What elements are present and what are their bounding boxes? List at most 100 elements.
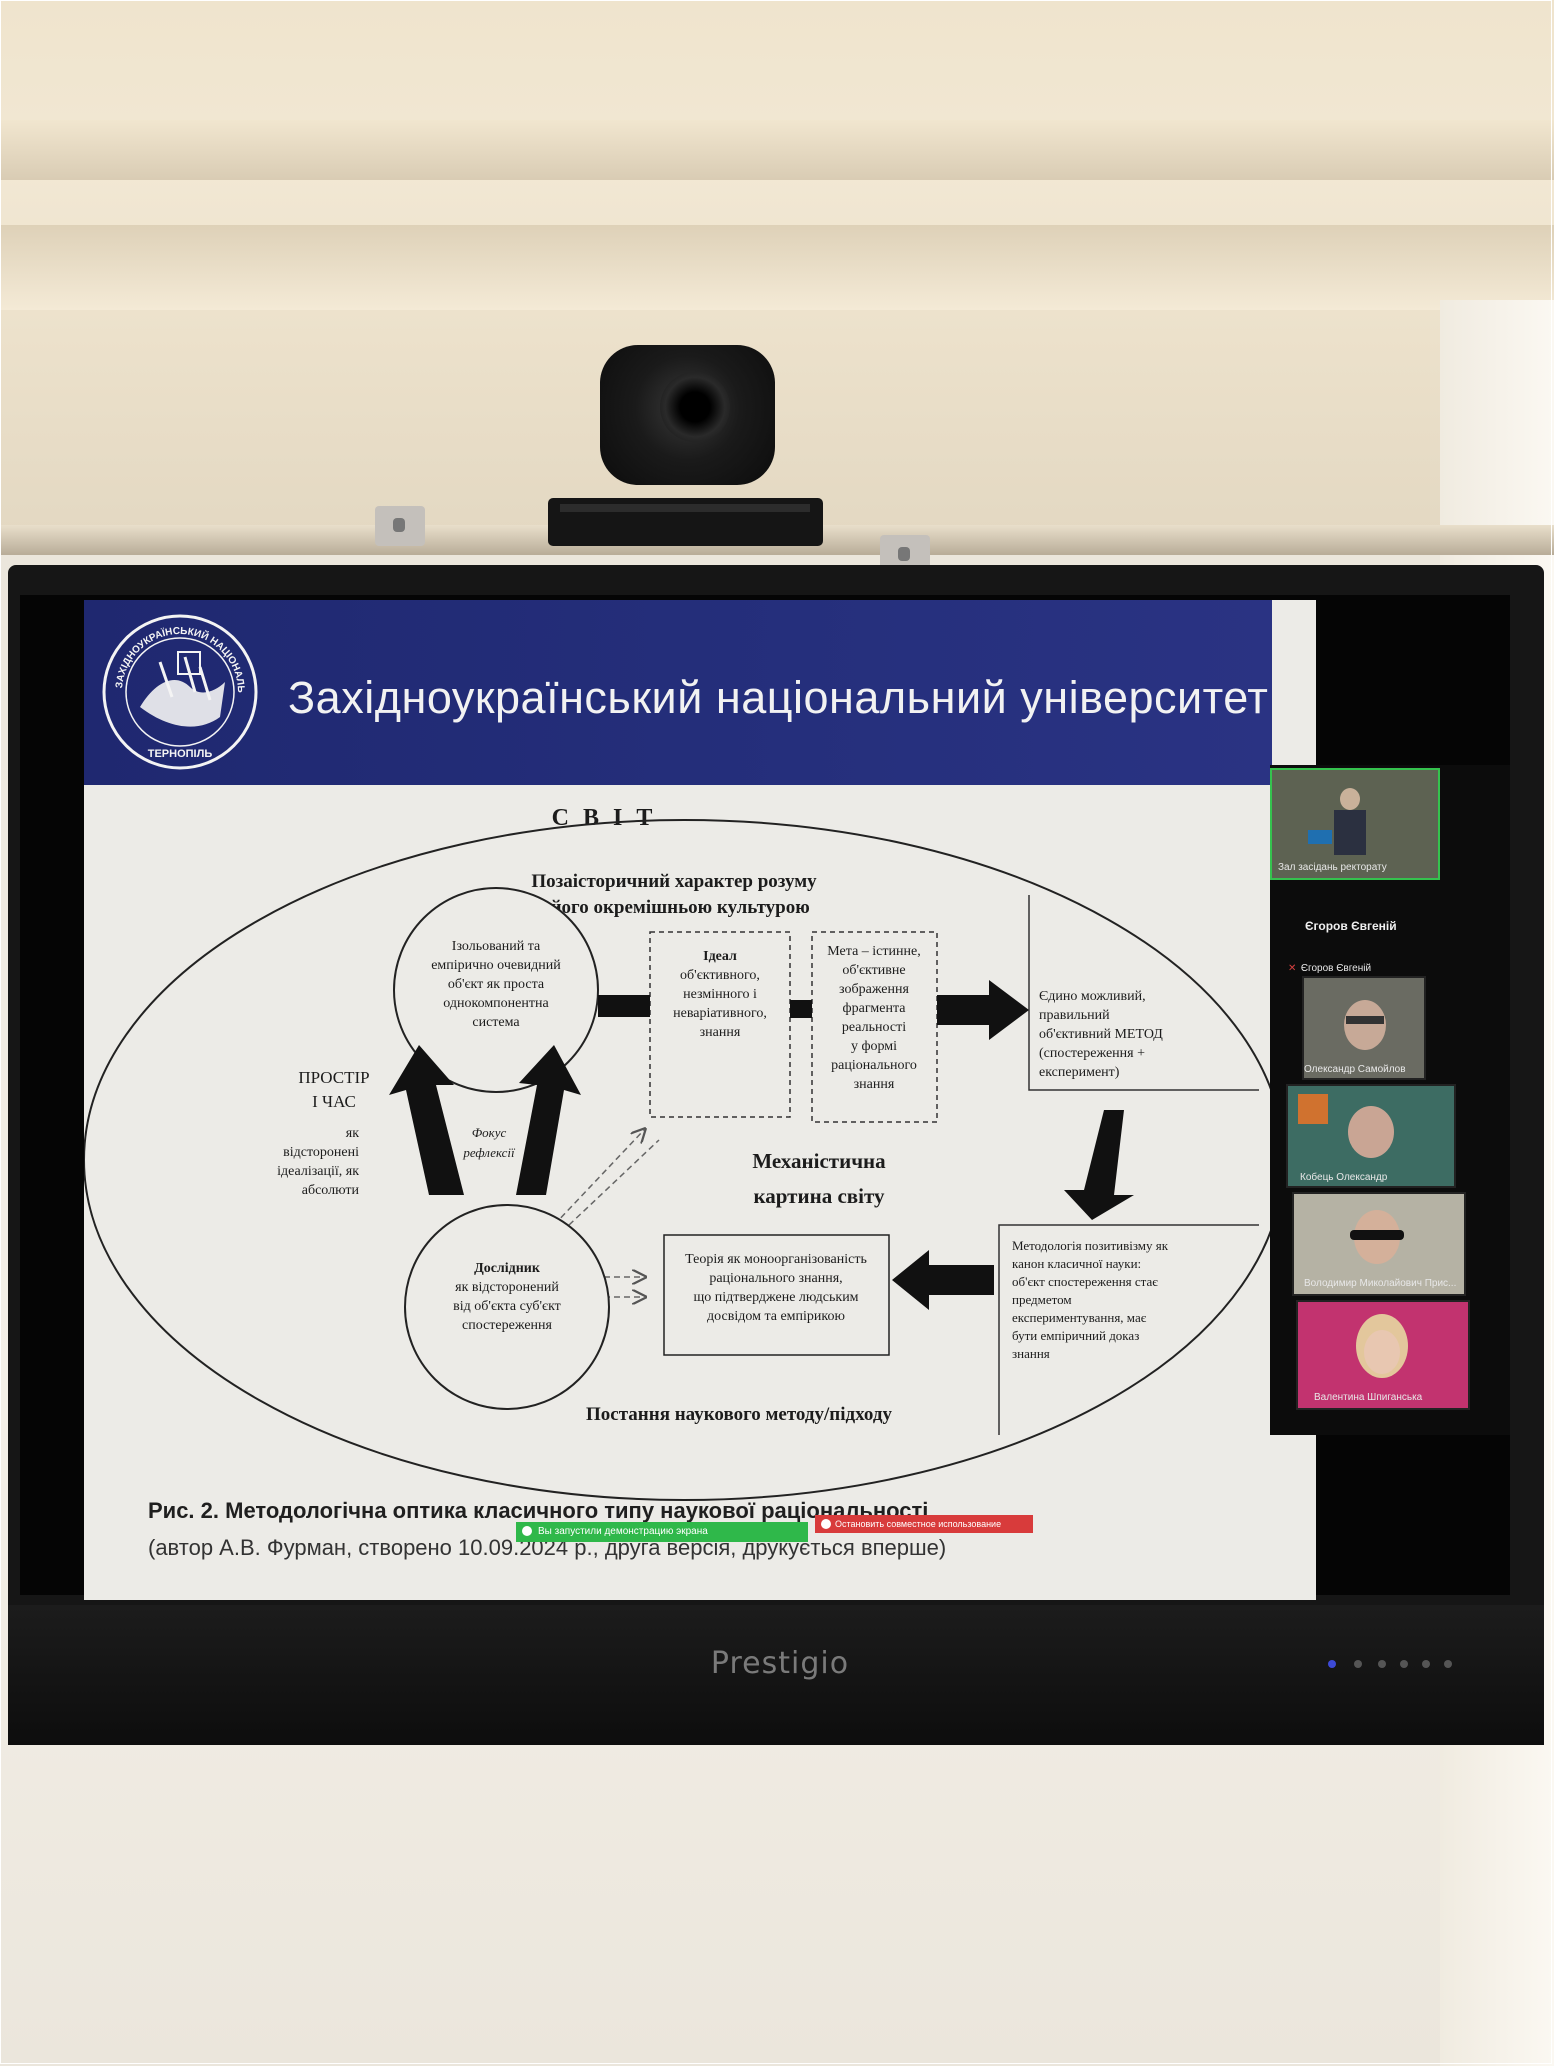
- arrow-to-theory: [892, 1250, 994, 1310]
- positivism-line: експериментування, має: [1012, 1310, 1147, 1325]
- arrow-ideal-meta: [790, 1000, 812, 1018]
- screen-share-status: Вы запустили демонстрацию экрана: [516, 1522, 808, 1542]
- participant-tile[interactable]: Кобець Олександр: [1286, 1084, 1456, 1188]
- mic-muted-icon: ✕: [1288, 963, 1297, 974]
- ideal-line: неваріативного,: [673, 1006, 767, 1021]
- method-line: (спостереження +: [1039, 1046, 1145, 1061]
- ideal-line: знання: [700, 1025, 741, 1040]
- tv-led: [1354, 1660, 1362, 1668]
- slide-title: Західноукраїнський національний універси…: [288, 672, 1269, 723]
- stop-sharing-label: Остановить совместное использование: [835, 1519, 1002, 1529]
- tv-led: [1328, 1660, 1336, 1668]
- tv-led: [1400, 1660, 1408, 1668]
- screen-share-status-text: Вы запустили демонстрацию экрана: [538, 1526, 708, 1537]
- positivism-box: [998, 1224, 1259, 1435]
- participant-name: Валентина Шпиганська: [1314, 1392, 1423, 1403]
- positivism-line: об'єкт спостереження стає: [1012, 1274, 1158, 1289]
- meta-line: фрагмента: [843, 1001, 907, 1016]
- participant-name: Володимир Миколайович Приc...: [1304, 1278, 1457, 1289]
- tv-brand: Prestigio: [710, 1646, 850, 1681]
- positivism-line: знання: [1012, 1346, 1050, 1361]
- method-line: правильний: [1039, 1008, 1110, 1023]
- positivism-line: бути емпіричний доказ: [1012, 1328, 1139, 1343]
- participant-name: Кобець Олександр: [1300, 1172, 1388, 1183]
- theory-line: Теорія як моноорганізованість: [685, 1252, 867, 1267]
- methodology-diagram: С В І Т Позаісторичний характер розуму з…: [84, 805, 1285, 1501]
- top-text-2: з його окремішньою культурою: [538, 897, 810, 918]
- participant-tile-room[interactable]: Зал засідань ректорату: [1270, 768, 1440, 880]
- ideal-line: незмінного і: [683, 987, 757, 1002]
- meta-line: реальності: [842, 1020, 906, 1035]
- arrow-meta-method: [937, 980, 1029, 1040]
- stop-sharing-button[interactable]: Остановить совместное использование: [815, 1515, 1033, 1533]
- arrow-circle-ideal: [598, 995, 650, 1017]
- space-label-2: І ЧАС: [312, 1092, 356, 1111]
- bottom-label: Постання наукового методу/підходу: [586, 1404, 892, 1425]
- circle_top-line: система: [472, 1015, 520, 1030]
- participant-tile[interactable]: Олександр Самойлов: [1302, 976, 1426, 1080]
- figure-caption: Рис. 2. Методологічна оптика класичного …: [148, 1498, 928, 1524]
- arrow-method-down: [1064, 1110, 1134, 1220]
- arrow-researcher-up-right: [516, 1045, 581, 1195]
- positivism-line: канон класичної науки:: [1012, 1256, 1141, 1271]
- theory-line: раціонального знання,: [709, 1271, 842, 1286]
- space_sub-line: відсторонені: [283, 1145, 359, 1160]
- theory-box: [663, 1234, 890, 1356]
- camera-base-stripe: [560, 504, 810, 512]
- tv-led: [1444, 1660, 1452, 1668]
- tv-bottom-bezel: [8, 1605, 1544, 1745]
- circle_top-line: однокомпонентна: [443, 996, 549, 1011]
- method-box: [1028, 895, 1259, 1091]
- ceiling-beam: [0, 120, 1554, 180]
- arrow-researcher-up-left: [389, 1045, 464, 1195]
- circle_top-line: Ізольований та: [452, 939, 541, 954]
- university-logo-icon: ЗАХІДНОУКРАЇНСЬКИЙ НАЦІОНАЛЬНИЙ УНІВЕРСИ…: [100, 612, 258, 770]
- participant-name: Зал засідань ректорату: [1278, 862, 1387, 873]
- researcher-line: спостереження: [462, 1318, 553, 1333]
- dashed-arrow-to-ideal: [553, 1130, 644, 1226]
- positivism-line: Методологія позитивізму як: [1012, 1238, 1169, 1253]
- focus-label-2: рефлексії: [462, 1145, 516, 1160]
- meta-line: раціонального: [831, 1058, 917, 1073]
- mechanistic-label-2: картина світу: [754, 1184, 885, 1208]
- camera-owner-name: Єгоров Євгеній: [1305, 919, 1397, 933]
- researcher-line: Дослідник: [474, 1261, 541, 1276]
- meta-line: знання: [854, 1077, 895, 1092]
- researcher-line: від об'єкта суб'єкт: [453, 1299, 561, 1314]
- object-circle: [393, 887, 599, 1093]
- theory-line: що підтверджене людським: [693, 1290, 858, 1305]
- ideal-line: Ідеал: [703, 949, 737, 964]
- meta-line: Мета – істинне,: [827, 944, 920, 959]
- tv-led: [1422, 1660, 1430, 1668]
- circle_top-line: об'єкт як проста: [448, 977, 545, 992]
- dashed-arrow-to-ideal-2: [568, 1139, 660, 1226]
- participant-tile[interactable]: Володимир Миколайович Приc...: [1292, 1192, 1466, 1296]
- focus-label-1: Фокус: [472, 1125, 507, 1140]
- researcher-circle: [404, 1204, 610, 1410]
- top-text-1: Позаісторичний характер розуму: [531, 871, 817, 892]
- stop-icon: [821, 1519, 831, 1529]
- slide-header: [84, 600, 1272, 785]
- circle_top-line: емпірично очевидний: [431, 958, 561, 973]
- mechanistic-label-1: Механістична: [752, 1149, 886, 1173]
- method-line: експеримент): [1039, 1065, 1120, 1080]
- researcher-line: як відсторонений: [455, 1280, 559, 1295]
- space_sub-line: ідеалізації, як: [277, 1164, 359, 1179]
- space_sub-line: абсолюти: [302, 1183, 360, 1198]
- participant-name: Олександр Самойлов: [1304, 1064, 1406, 1075]
- meta-line: об'єктивне: [842, 963, 905, 978]
- space-label-1: ПРОСТІР: [298, 1068, 369, 1087]
- participant-label-row: ✕ Єгоров Євгеній: [1288, 958, 1438, 974]
- meta-box: [811, 931, 938, 1123]
- caption-line-1: Рис. 2. Методологічна оптика класичного …: [148, 1498, 929, 1523]
- participant-tile[interactable]: Валентина Шпиганська: [1296, 1300, 1470, 1410]
- mount-bracket: [375, 506, 425, 546]
- share-indicator-icon: [522, 1526, 532, 1536]
- ideal-line: об'єктивного,: [680, 968, 760, 983]
- method-line: об'єктивний МЕТОД: [1039, 1027, 1163, 1042]
- positivism-line: предметом: [1012, 1292, 1072, 1307]
- logo-city: ТЕРНОПІЛЬ: [148, 748, 213, 760]
- meta-line: у формі: [851, 1039, 897, 1054]
- meta-line: зображення: [839, 982, 909, 997]
- tv-led: [1378, 1660, 1386, 1668]
